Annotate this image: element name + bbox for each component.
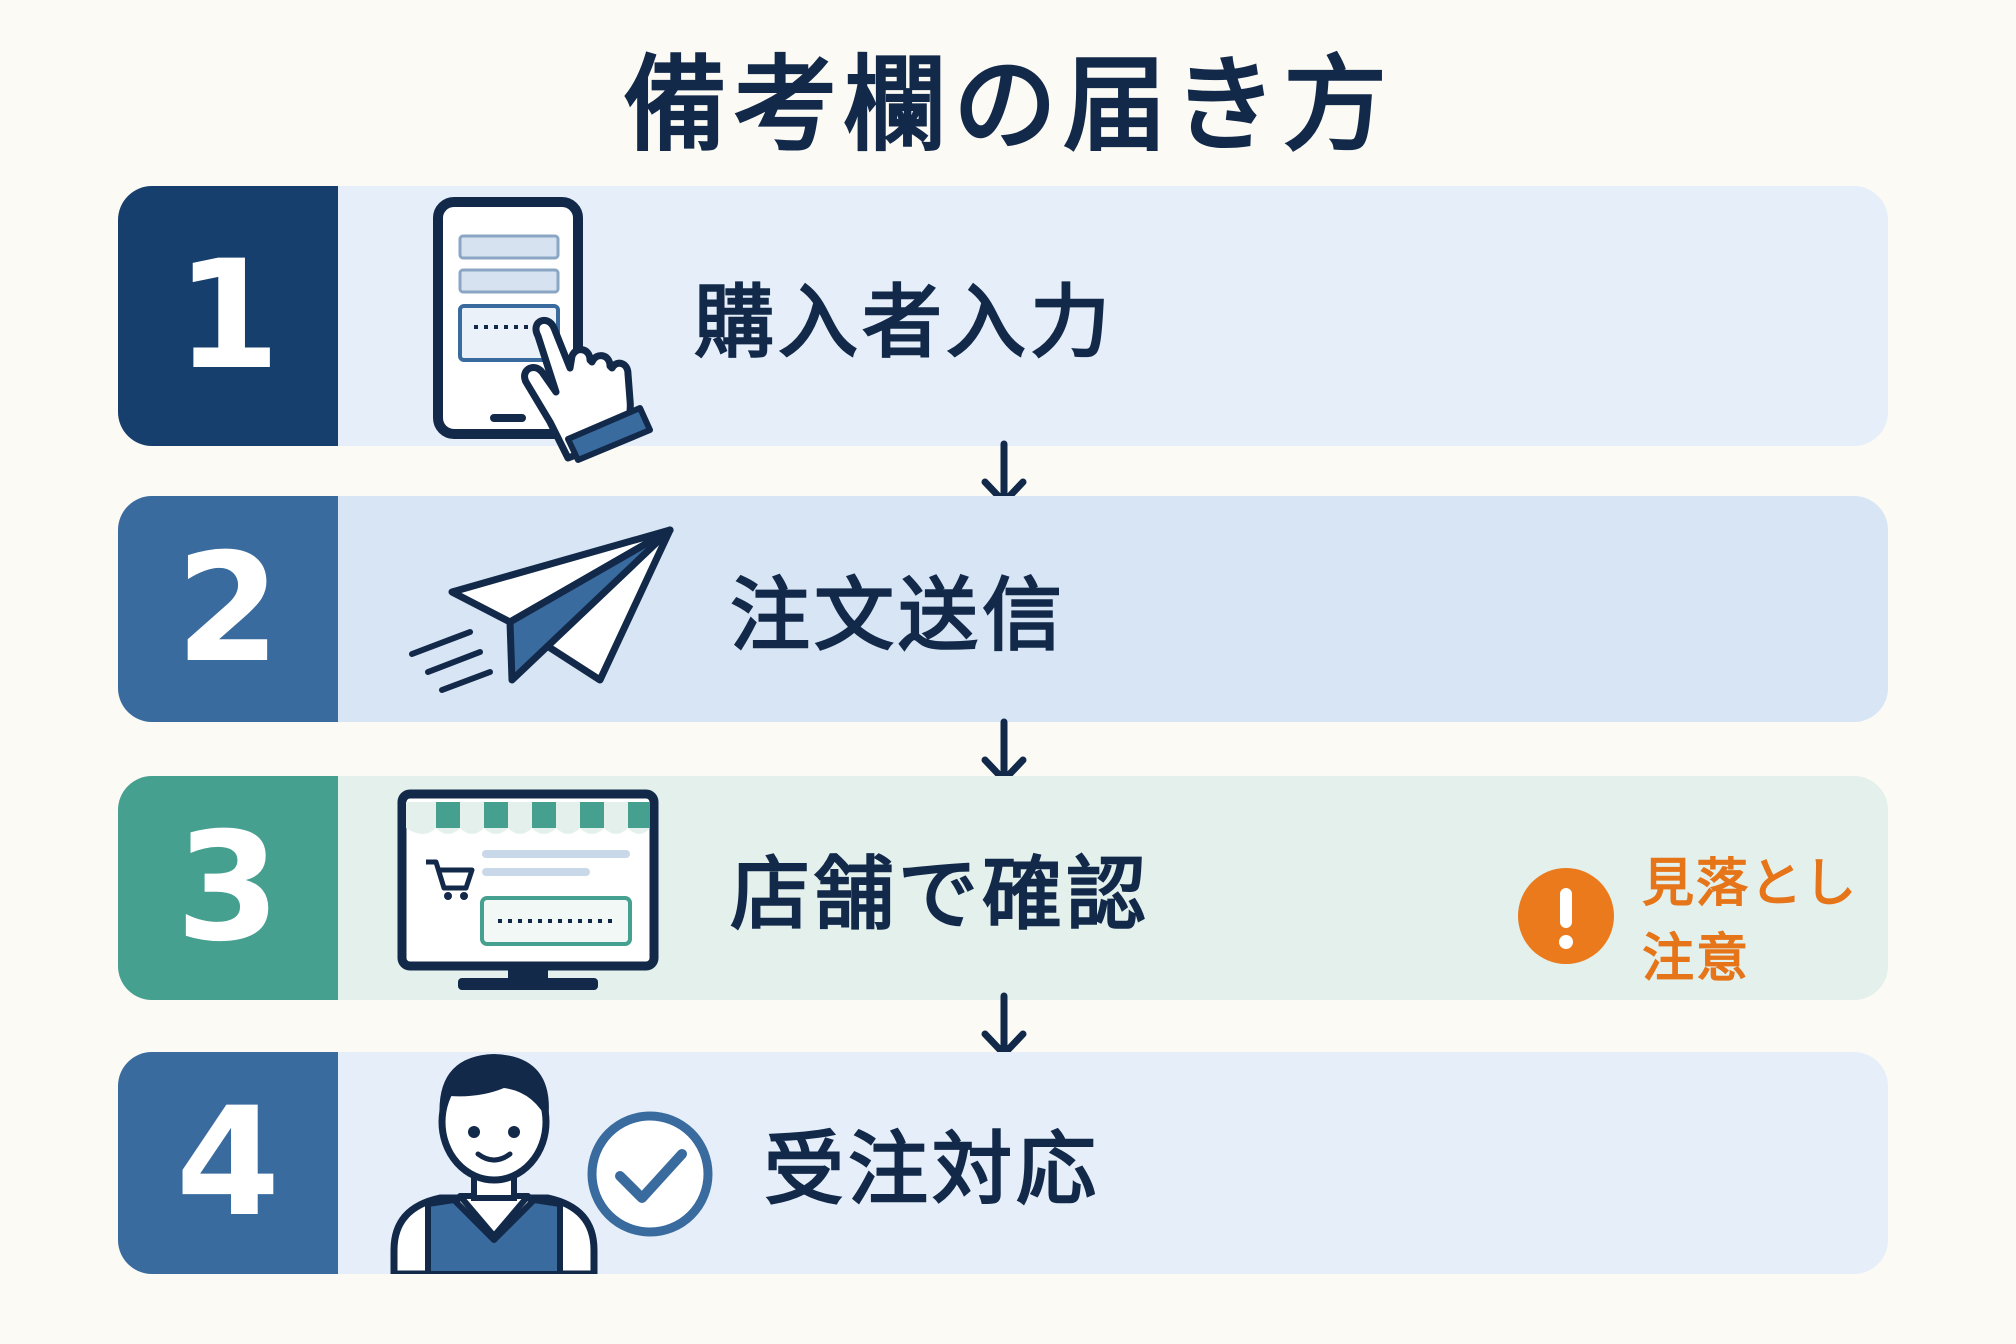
step-2: 2 注文送信 [118, 496, 1888, 722]
paper-plane-icon [409, 526, 674, 693]
step-2-label: 注文送信 [730, 569, 1066, 662]
step-1-label: 購入者入力 [694, 276, 1114, 369]
step-1: 1 購入者入力 [118, 186, 1888, 446]
step-2-number: 2 [118, 496, 338, 722]
step-3-label: 店舗で確認 [730, 848, 1150, 941]
smartphone-tap-icon [433, 197, 653, 463]
staff-person-icon [390, 1054, 598, 1274]
step-4-number: 4 [118, 1052, 338, 1274]
check-circle-icon [587, 1111, 713, 1237]
warning-text: 見落とし注意 [1642, 854, 1859, 989]
diagram-title: 備考欄の届き方 [622, 44, 1393, 166]
exclamation-icon [1518, 868, 1614, 964]
warning-badge: 見落とし注意 [1518, 841, 1888, 991]
step-1-number: 1 [118, 186, 338, 446]
storefront-monitor-icon [397, 789, 659, 990]
step-3-number: 3 [118, 776, 338, 1000]
step-4-label: 受注対応 [764, 1123, 1100, 1216]
step-3: 3 店舗で確認 見落とし注意 [118, 776, 1888, 1000]
